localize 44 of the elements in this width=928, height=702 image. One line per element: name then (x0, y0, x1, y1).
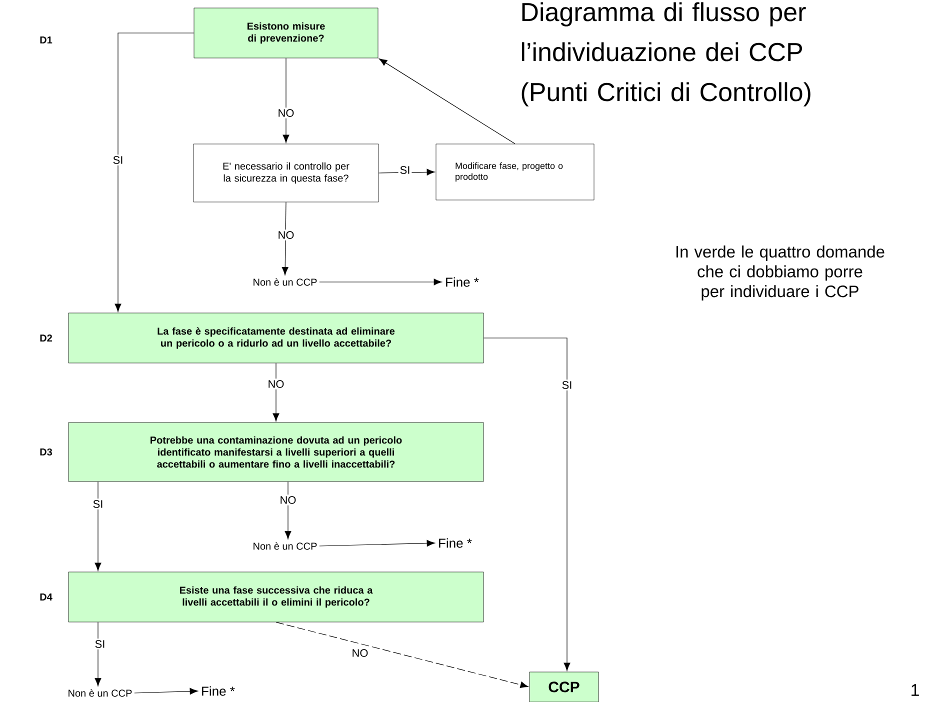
edge-label: SI (111, 154, 125, 166)
arrow (483, 338, 570, 671)
flow-text: Non è un CCP (68, 689, 132, 697)
question-box: La fase è specificatamente destinata ad eliminare un pericolo o a ridurlo ad un livello accettabile? (68, 312, 484, 364)
arrow (114, 32, 194, 312)
arrow (94, 481, 102, 571)
edge-label: NO (350, 648, 370, 658)
step-label: D1 (40, 36, 52, 44)
arrow (319, 540, 435, 546)
flow-text: Fine * (202, 686, 235, 696)
flow-text: Fine * (439, 538, 472, 548)
edge-label: SI (560, 380, 574, 390)
edge-label: NO (266, 378, 286, 390)
arrow (272, 362, 280, 422)
step-label: D3 (40, 448, 52, 456)
edge-label: SI (93, 638, 107, 650)
arrow (134, 688, 198, 695)
question-box: Potrebbe una contaminazione dovuta ad un pericolo identificato manifestarsi a livelli superiori a quelli accettabili o aumentare fino a livelli inaccettabili? (68, 422, 484, 482)
edge-label: NO (276, 230, 296, 240)
edge-label: SI (398, 164, 412, 176)
edge-label: NO (278, 494, 298, 506)
result-box: CCP (529, 672, 599, 702)
arrow (282, 202, 288, 276)
arrow (94, 622, 102, 686)
arrow (319, 278, 442, 286)
arrow (378, 168, 435, 176)
edge-label: SI (91, 498, 105, 510)
step-label: D4 (40, 594, 52, 600)
process-box: E' necessario il controllo per la sicurezza in questa fase? (193, 144, 379, 202)
edge-label: NO (276, 108, 296, 118)
step-label: D2 (40, 334, 52, 342)
page-number: 1 (912, 684, 919, 696)
process-box: Modificare fase, progetto o prodotto (436, 144, 594, 200)
question-box: Esiste una fase successiva che riduca a livelli accettabili il o elimini il pericolo? (68, 572, 484, 622)
title: Diagramma di flusso per l’individuazione dei CCP (Punti Critici di Controllo) (522, 2, 810, 106)
flow-text: Non è un CCP (254, 278, 317, 286)
arrow (276, 622, 528, 688)
arrow (282, 58, 290, 143)
question-box: Esistono misure di prevenzione? (194, 8, 378, 58)
flow-text: Fine * (446, 277, 479, 287)
flow-text: Non è un CCP (254, 542, 317, 550)
arrow (284, 481, 292, 540)
note-text: In verde le quattro domande che ci dobbiamo porre per individuare i CCP (676, 246, 884, 300)
arrow (378, 58, 516, 144)
